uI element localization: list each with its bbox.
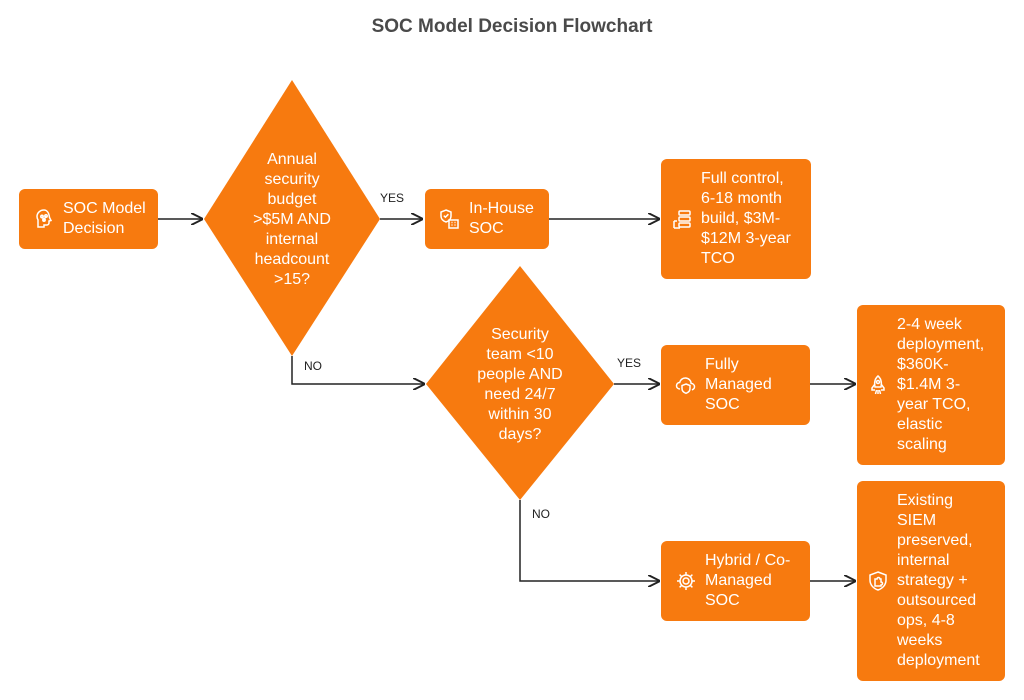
rocket-icon [867, 374, 889, 396]
server-stack-icon [671, 208, 693, 230]
decision-budget-label: Annual security budget >$5M AND internal… [253, 151, 331, 288]
node-hybrid-soc: Hybrid / Co- Managed SOC [661, 541, 810, 621]
decision-diamond-team [426, 266, 614, 500]
node-fully-managed-details-label: 2-4 week deployment, $360K- $1.4M 3- yea… [897, 316, 985, 453]
edge-label-q2-yes: YES [617, 356, 642, 370]
node-in-house-soc-label: In-House SOC [469, 200, 534, 237]
edge-label-q1-no: NO [304, 359, 322, 373]
node-hybrid-details: Existing SIEM preserved, internal strate… [857, 481, 1005, 681]
edge-label-q2-no: NO [532, 507, 550, 521]
cloud-shield-icon [675, 374, 697, 396]
puzzle-shield-icon [867, 570, 889, 592]
shield-building-icon [439, 208, 461, 230]
edge-q2-no [519, 500, 659, 581]
node-hybrid-details-label: Existing SIEM preserved, internal strate… [897, 492, 980, 669]
edge-q1-no [291, 356, 424, 384]
diagram-title: SOC Model Decision Flowchart [371, 16, 653, 37]
node-fully-managed-soc: Fully Managed SOC [661, 345, 810, 425]
edge-label-q1-yes: YES [380, 191, 405, 205]
node-hybrid-soc-label: Hybrid / Co- Managed SOC [705, 552, 791, 609]
decision-team-label: Security team <10 people AND need 24/7 w… [477, 326, 563, 443]
node-soc-model-decision-label: SOC Model Decision [63, 200, 146, 237]
node-fully-managed-soc-label: Fully Managed SOC [705, 356, 772, 413]
gear-icon [675, 570, 697, 592]
node-fully-managed-details: 2-4 week deployment, $360K- $1.4M 3- yea… [857, 305, 1005, 465]
brain-network-icon [33, 208, 55, 230]
node-in-house-soc: In-House SOC [425, 189, 549, 249]
decision-diamond-budget [204, 80, 380, 356]
node-in-house-details: Full control, 6-18 month build, $3M- $12… [661, 159, 811, 279]
node-in-house-details-label: Full control, 6-18 month build, $3M- $12… [701, 170, 791, 267]
node-soc-model-decision: SOC Model Decision [19, 189, 158, 249]
